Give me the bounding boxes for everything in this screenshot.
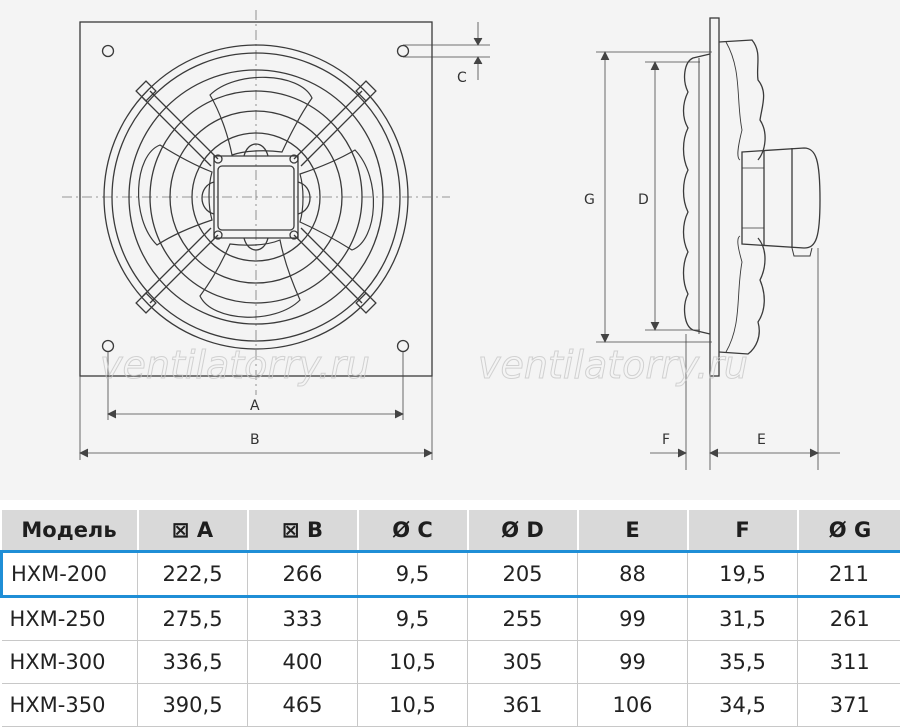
table-row[interactable]: HXM-200 222,5 266 9,5 205 88 19,5 211 [2, 552, 900, 597]
watermark: ventilatorry.ru [478, 343, 748, 387]
label-c: C [457, 70, 467, 86]
cell-c: 10,5 [358, 684, 468, 727]
cell-b: 266 [248, 552, 358, 597]
cell-a: 390,5 [138, 684, 248, 727]
cell-g: 371 [798, 684, 900, 727]
label-g: G [584, 192, 595, 208]
header-b: ⊠ B [248, 510, 358, 552]
cell-e: 106 [578, 684, 688, 727]
label-d: D [638, 192, 649, 208]
cell-model: HXM-250 [2, 597, 138, 641]
cell-f: 19,5 [688, 552, 798, 597]
dimension-g [596, 52, 712, 342]
cell-b: 333 [248, 597, 358, 641]
cell-b: 465 [248, 684, 358, 727]
specifications-table: Модель ⊠ A ⊠ B Ø C Ø D E F Ø G HXM-200 2… [0, 510, 900, 727]
table-header-row: Модель ⊠ A ⊠ B Ø C Ø D E F Ø G [2, 510, 900, 552]
cell-c: 10,5 [358, 641, 468, 684]
label-f: F [662, 432, 670, 448]
cell-f: 34,5 [688, 684, 798, 727]
table-row[interactable]: HXM-300 336,5 400 10,5 305 99 35,5 311 [2, 641, 900, 684]
cell-e: 99 [578, 597, 688, 641]
header-g: Ø G [798, 510, 900, 552]
cell-model: HXM-200 [2, 552, 138, 597]
cell-e: 99 [578, 641, 688, 684]
side-view [596, 18, 840, 470]
cell-model: HXM-300 [2, 641, 138, 684]
technical-drawing: A B C [0, 0, 900, 500]
side-plate [710, 18, 719, 376]
cell-f: 31,5 [688, 597, 798, 641]
header-model: Модель [2, 510, 138, 552]
table-row[interactable]: HXM-250 275,5 333 9,5 255 99 31,5 261 [2, 597, 900, 641]
cell-d: 255 [468, 597, 578, 641]
header-e: E [578, 510, 688, 552]
cell-e: 88 [578, 552, 688, 597]
label-e: E [757, 432, 766, 448]
table-row[interactable]: HXM-350 390,5 465 10,5 361 106 34,5 371 [2, 684, 900, 727]
cell-g: 261 [798, 597, 900, 641]
label-a: A [250, 398, 260, 414]
watermark: ventilatorry.ru [100, 343, 370, 387]
cell-c: 9,5 [358, 597, 468, 641]
cell-d: 305 [468, 641, 578, 684]
cell-g: 211 [798, 552, 900, 597]
cell-a: 222,5 [138, 552, 248, 597]
cell-d: 361 [468, 684, 578, 727]
header-a: ⊠ A [138, 510, 248, 552]
header-c: Ø C [358, 510, 468, 552]
cell-a: 275,5 [138, 597, 248, 641]
front-view [62, 10, 490, 460]
cell-b: 400 [248, 641, 358, 684]
header-d: Ø D [468, 510, 578, 552]
cell-c: 9,5 [358, 552, 468, 597]
inlet-ring [684, 54, 711, 334]
cell-d: 205 [468, 552, 578, 597]
dimension-d [645, 62, 700, 330]
cell-a: 336,5 [138, 641, 248, 684]
motor-body [742, 148, 820, 248]
header-f: F [688, 510, 798, 552]
label-b: B [250, 432, 260, 448]
cell-g: 311 [798, 641, 900, 684]
cell-f: 35,5 [688, 641, 798, 684]
cell-model: HXM-350 [2, 684, 138, 727]
